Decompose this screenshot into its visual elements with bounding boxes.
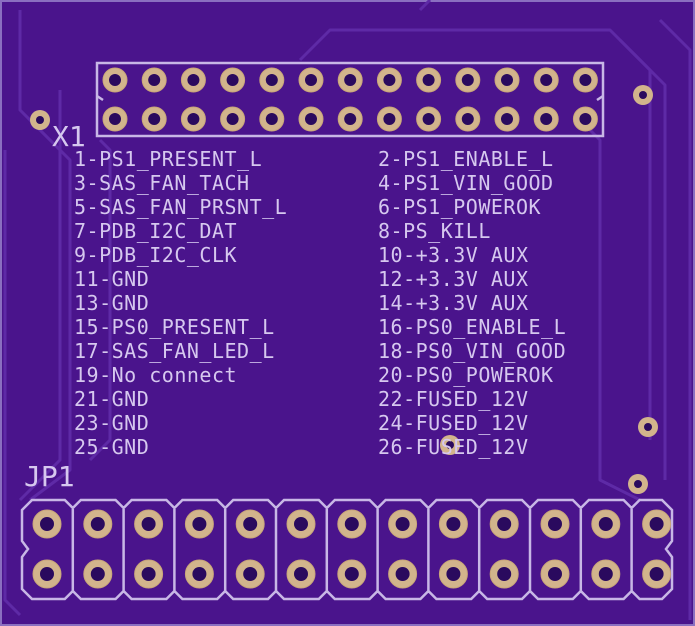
pin-hole xyxy=(305,113,317,125)
pin-hole xyxy=(501,113,513,125)
pin-hole xyxy=(344,74,357,86)
vias xyxy=(30,85,658,494)
pin-hole xyxy=(383,74,396,86)
pin-hole xyxy=(141,517,156,531)
pin-label: 9-PDB_I2C_CLK xyxy=(74,243,238,267)
pin-hole xyxy=(395,517,410,531)
pin-hole xyxy=(294,517,308,531)
jp1-header-outline xyxy=(20,498,674,601)
pin-hole xyxy=(243,567,258,581)
pin-label: 18-PS0_VIN_GOOD xyxy=(378,339,567,363)
pin-label: 6-PS1_POWEROK xyxy=(378,195,542,219)
pin-hole xyxy=(461,113,474,125)
pin-label: 14-+3.3V AUX xyxy=(378,291,529,315)
pin-label: 5-SAS_FAN_PRSNT_L xyxy=(74,195,288,219)
pin-label: 3-SAS_FAN_TACH xyxy=(74,171,250,195)
pin-hole xyxy=(40,517,54,531)
pin-label: 10-+3.3V AUX xyxy=(378,243,529,267)
pin-hole xyxy=(305,74,317,86)
pin-label: 1-PS1_PRESENT_L xyxy=(74,147,263,171)
pin-hole xyxy=(422,113,435,125)
pin-label: 16-PS0_ENABLE_L xyxy=(378,315,567,339)
pin-hole xyxy=(148,74,161,86)
pin-hole xyxy=(265,74,278,86)
x1-header-outline xyxy=(95,61,605,138)
pin-hole xyxy=(649,567,664,581)
pin-hole xyxy=(540,113,553,125)
pin-label: 4-PS1_VIN_GOOD xyxy=(378,171,554,195)
pin-label: 22-FUSED_12V xyxy=(378,387,529,411)
pin-hole xyxy=(344,567,359,581)
pin-hole xyxy=(395,567,410,581)
pin-hole xyxy=(141,567,156,581)
pin-hole xyxy=(192,517,207,531)
pin-hole xyxy=(446,567,461,581)
pin-label: 7-PDB_I2C_DAT xyxy=(74,219,238,243)
pin-hole xyxy=(548,517,562,531)
pin-hole xyxy=(109,113,121,125)
pin-label: 24-FUSED_12V xyxy=(378,411,529,435)
pin-hole xyxy=(187,113,200,125)
pin-label: 15-PS0_PRESENT_L xyxy=(74,315,275,339)
pin-hole xyxy=(187,74,200,86)
pin-hole xyxy=(598,567,613,581)
pin-hole xyxy=(294,567,308,581)
pin-label: 26-FUSED_12V xyxy=(378,435,529,459)
pin-hole xyxy=(598,517,613,531)
pin-label: 20-PS0_POWEROK xyxy=(378,363,554,387)
pin-hole xyxy=(344,517,359,531)
pin-hole xyxy=(226,74,239,86)
pin-hole xyxy=(548,567,562,581)
pin-label: 11-GND xyxy=(74,267,150,291)
pin-hole xyxy=(579,74,592,86)
pin-hole xyxy=(344,113,357,125)
pin-label: 17-SAS_FAN_LED_L xyxy=(74,339,275,363)
pin-label: 13-GND xyxy=(74,291,150,315)
pin-label: 2-PS1_ENABLE_L xyxy=(378,147,554,171)
pin-hole xyxy=(383,113,396,125)
pin-hole xyxy=(540,74,553,86)
pin-hole xyxy=(90,567,105,581)
pin-hole xyxy=(192,567,207,581)
pin-hole xyxy=(148,113,161,125)
pin-hole xyxy=(109,74,121,86)
pin-label: 8-PS_KILL xyxy=(378,219,491,243)
x1-pin-array xyxy=(102,67,598,132)
pin-hole xyxy=(90,517,105,531)
pin-hole xyxy=(461,74,474,86)
pin-label: 23-GND xyxy=(74,411,150,435)
pin-hole xyxy=(40,567,54,581)
pin-hole xyxy=(422,74,435,86)
pin-hole xyxy=(226,113,239,125)
pin-label: 21-GND xyxy=(74,387,150,411)
pin-label: 25-GND xyxy=(74,435,150,459)
x1-reference-label: X1 xyxy=(52,120,86,153)
jp1-pin-array xyxy=(32,509,672,589)
pin-hole xyxy=(649,517,664,531)
pin-hole xyxy=(497,567,512,581)
pin-hole xyxy=(265,113,278,125)
pin-hole xyxy=(497,517,512,531)
pin-hole xyxy=(501,74,513,86)
pin-label: 19-No connect xyxy=(74,363,238,387)
jp1-reference-label: JP1 xyxy=(24,460,75,493)
pin-hole xyxy=(579,113,592,125)
pin-label: 12-+3.3V AUX xyxy=(378,267,529,291)
pin-hole xyxy=(446,517,461,531)
pin-hole xyxy=(243,517,258,531)
